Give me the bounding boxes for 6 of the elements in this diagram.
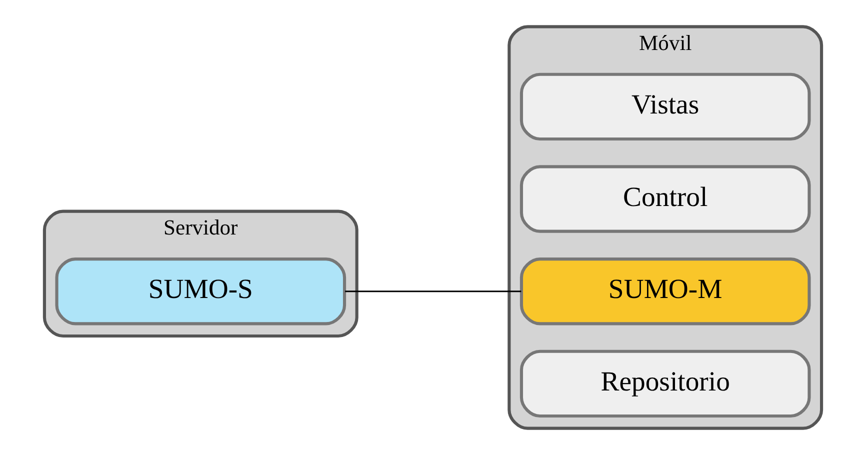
- node-box: Vistas: [519, 72, 810, 141]
- node-box: SUMO-S: [54, 258, 346, 326]
- node-box: SUMO-M: [519, 258, 810, 326]
- connector: [344, 290, 521, 292]
- node-box: Repositorio: [519, 350, 810, 418]
- node-box: Control: [519, 165, 810, 233]
